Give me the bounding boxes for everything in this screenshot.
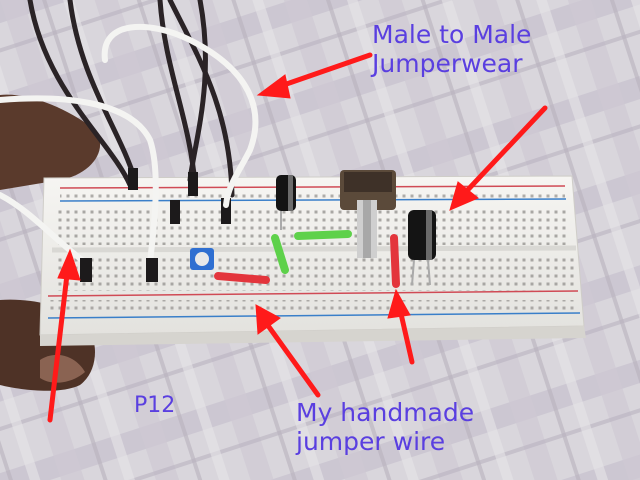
potentiometer [340,170,396,258]
black-jumper-wires [27,0,235,198]
black-connector [188,172,198,196]
handmade-jumper-wires [214,230,400,288]
small-capacitor [276,175,296,230]
figure-id-label: P12 [134,393,176,418]
black-connector [146,258,158,282]
male-to-male-line2: Jumperwear [372,49,523,78]
arrows [47,52,548,423]
white-jumper-wires [0,23,259,265]
black-connector [80,258,92,282]
male-to-male-line1: Male to Male [372,20,532,49]
trimmer-potentiometer [190,248,214,270]
male-to-male-annotation: Male to Male Jumperwear [372,20,531,78]
black-connector [221,198,231,224]
black-connector [128,168,138,190]
breadboard [39,175,586,346]
handmade-annotation: My handmade jumper wire [296,398,474,456]
large-capacitor [408,210,436,286]
hand [0,94,101,190]
handmade-line2: jumper wire [296,427,446,456]
handmade-line1: My handmade [296,398,475,427]
black-connector [170,200,180,224]
